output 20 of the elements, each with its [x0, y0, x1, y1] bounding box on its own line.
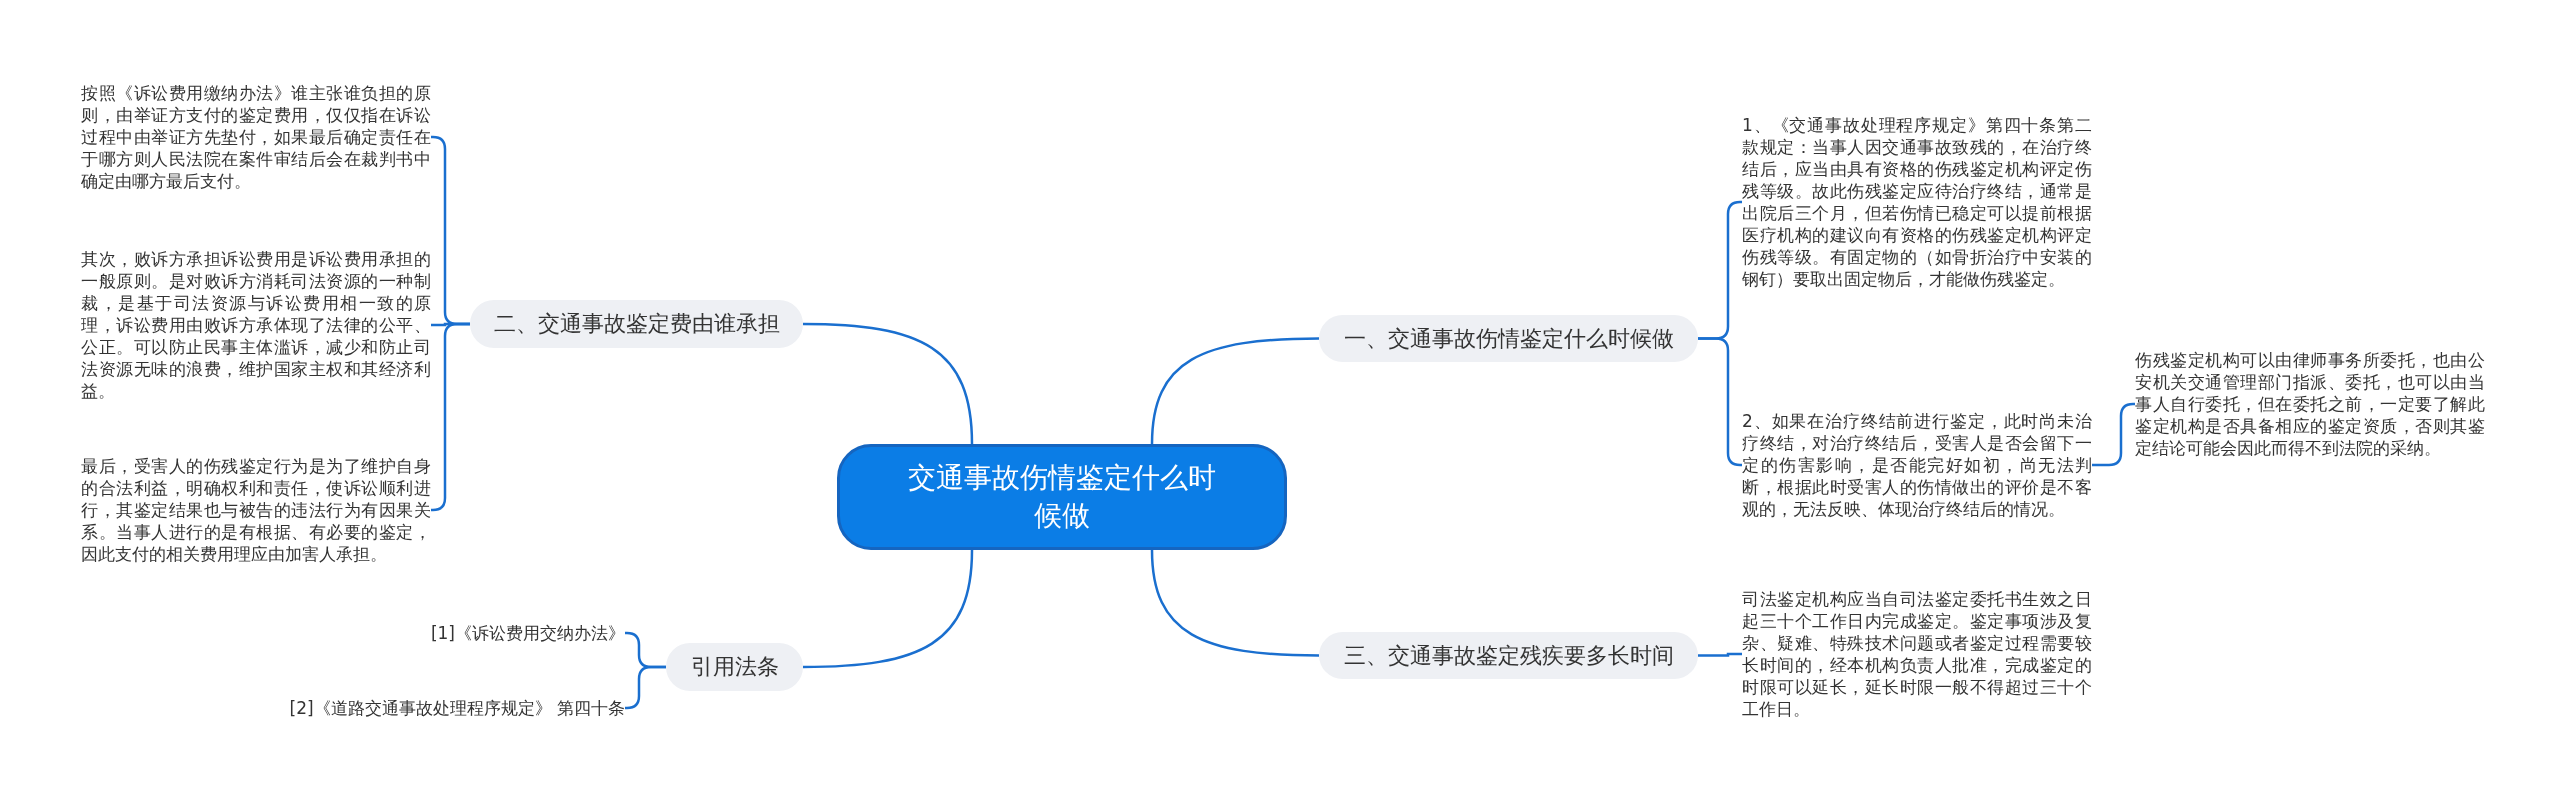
note-text: 伤残鉴定机构可以由律师事务所委托，也由公安机关交通管理部门指派、委托，也可以由当事人自行委托，但在委托之前，一定要了解此鉴定机构是否具备相应的鉴定资质，否则其鉴定结论可能会因此而得不到法院的采纳。	[2135, 349, 2485, 459]
note-text: 其次，败诉方承担诉讼费用是诉讼费用承担的一般原则。是对败诉方消耗司法资源的一种制裁，是基于司法资源与诉讼费用相一致的原理，诉讼费用由败诉方承体现了法律的公平、公正。可以防止民事主体滥诉，减少和防止司法资源无味的浪费，维护国家主权和其经济利益。	[81, 248, 431, 402]
connector-line	[1150, 337, 1320, 445]
connector-line	[1698, 652, 1742, 657]
topic-box: 三、交通事故鉴定残疾要多长时间	[1319, 632, 1698, 679]
note-text: 按照《诉讼费用缴纳办法》谁主张谁负担的原则，由举证方支付的鉴定费用，仅仅指在诉讼过程中由举证方先垫付，如果最后确定责任在于哪方则人民法院在案件审结后会在裁判书中确定由哪方最后支付。	[81, 82, 431, 192]
reference-text: [1]《诉讼费用交纳办法》	[225, 622, 625, 644]
note-text: 司法鉴定机构应当自司法鉴定委托书生效之日起三十个工作日内完成鉴定。鉴定事项涉及复杂、疑难、特殊技术问题或者鉴定过程需要较长时间的，经本机构负责人批准，完成鉴定的时限可以延长，延长时限一般不得超过三十个工作日。	[1742, 588, 2092, 720]
connector-line	[802, 549, 974, 669]
topic-box: 一、交通事故伤情鉴定什么时候做	[1319, 315, 1698, 362]
note-text: 1、《交通事故处理程序规定》第四十条第二款规定：当事人因交通事故致残的，在治疗终结后，应当由具有资格的伤残鉴定机构评定伤残等级。故此伤残鉴定应待治疗终结，通常是出院后三个月，但若伤情已稳定可以提前根据医疗机构的建议向有资格的伤残鉴定机构评定伤残等级。有固定物的（如骨折治疗中安装的钢钉）要取出固定物后，才能做伤残鉴定。	[1742, 114, 2092, 290]
topic-box: 引用法条	[666, 643, 803, 691]
central-topic-box: 交通事故伤情鉴定什么时候做	[837, 444, 1287, 550]
note-text: 最后，受害人的伤残鉴定行为是为了维护自身的合法利益，明确权利和责任，使诉讼顺利进行，其鉴定结果也与被告的违法行为有因果关系。当事人进行的是有根据、有必要的鉴定，因此支付的相关费用理应由加害人承担。	[81, 455, 431, 565]
connector-line	[802, 322, 974, 445]
note-text: 2、如果在治疗终结前进行鉴定，此时尚未治疗终结，对治疗终结后，受害人是否会留下一定的伤害影响，是否能完好如初，尚无法判断，根据此时受害人的伤情做出的评价是不客观的，无法反映、体现治疗终结后的情况。	[1742, 410, 2092, 520]
connector-line	[1150, 549, 1320, 657]
connector-line	[625, 665, 666, 710]
topic-box: 二、交通事故鉴定费由谁承担	[470, 300, 803, 348]
reference-text: [2]《道路交通事故处理程序规定》 第四十条	[225, 697, 625, 719]
